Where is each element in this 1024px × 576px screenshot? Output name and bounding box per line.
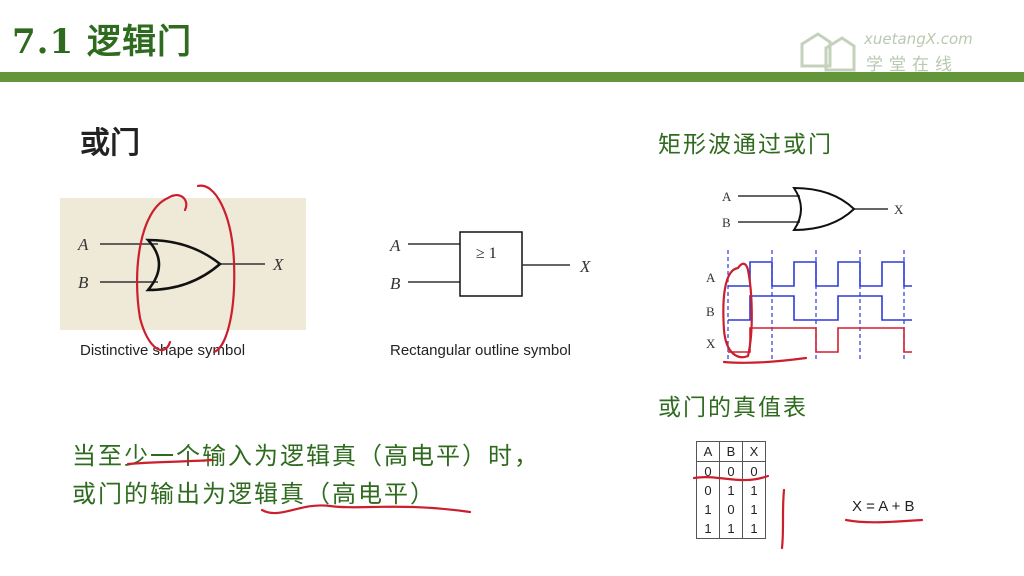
- table-cell: 1: [750, 521, 758, 536]
- xuetangx-logo: [800, 32, 856, 72]
- table-cell: 0: [719, 500, 743, 519]
- gate2-symbol: ≥ 1: [476, 245, 497, 262]
- section-heading: 或门: [80, 126, 140, 161]
- table-cell: 1: [696, 519, 720, 539]
- truth-table-header: B: [719, 441, 743, 462]
- table-cell: 1: [750, 502, 758, 517]
- caption-distinctive: Distinctive shape symbol: [80, 342, 246, 359]
- wave-label-b: B: [706, 304, 715, 319]
- truth-table-heading: 或门的真值表: [658, 395, 808, 421]
- or-gate-small-symbol: A B X: [722, 186, 904, 232]
- logo-subtext: 学堂在线: [866, 55, 958, 75]
- truth-table-header: A: [696, 441, 720, 462]
- table-cell: 1: [719, 519, 743, 539]
- slide-title: 7.1 逻辑门: [12, 22, 192, 62]
- gate1-output: X: [272, 255, 284, 274]
- description-line-2: 或门的输出为逻辑真（高电平）: [72, 480, 436, 508]
- table-cell: 0: [696, 461, 720, 481]
- table-cell: 0: [719, 461, 743, 481]
- or-gate-rectangular-symbol: ≥ 1 A B X: [389, 231, 591, 297]
- logo-text: xuetangX.com: [864, 30, 973, 48]
- truth-table: A B X 0 0 0 0 1 1 1 0 1 1 1 1: [696, 441, 766, 539]
- gate2-input-b: B: [390, 274, 401, 293]
- wave-label-x: X: [706, 336, 716, 351]
- gate2-output: X: [579, 257, 591, 276]
- small-gate-output: X: [894, 202, 904, 217]
- header-bar: [0, 72, 1024, 82]
- waveform-diagram: A B X: [706, 250, 912, 362]
- small-gate-input-b: B: [722, 215, 731, 230]
- truth-table-header-row: A B X: [696, 441, 766, 462]
- table-row: 1 0 1: [696, 500, 766, 519]
- table-row: 0 1 1: [696, 481, 766, 500]
- wave-label-a: A: [706, 270, 716, 285]
- waveform-heading: 矩形波通过或门: [658, 132, 833, 158]
- small-gate-input-a: A: [722, 189, 732, 204]
- or-gate-distinctive-symbol: A B X: [77, 235, 284, 292]
- table-cell: 1: [696, 500, 720, 519]
- truth-table-header: X: [742, 441, 766, 462]
- table-cell: 1: [719, 481, 743, 500]
- table-cell: 0: [750, 464, 758, 479]
- caption-rectangular: Rectangular outline symbol: [390, 342, 571, 359]
- table-row: 1 1 1: [696, 519, 766, 539]
- table-cell: 1: [750, 483, 758, 498]
- table-cell: 0: [696, 481, 720, 500]
- gate2-input-a: A: [389, 236, 401, 255]
- boolean-formula: X = A + B: [852, 498, 915, 515]
- gate1-input-a: A: [77, 235, 89, 254]
- gate1-input-b: B: [78, 273, 89, 292]
- description-line-1: 当至少一个输入为逻辑真（高电平）时，: [72, 442, 540, 470]
- table-row: 0 0 0: [696, 461, 766, 481]
